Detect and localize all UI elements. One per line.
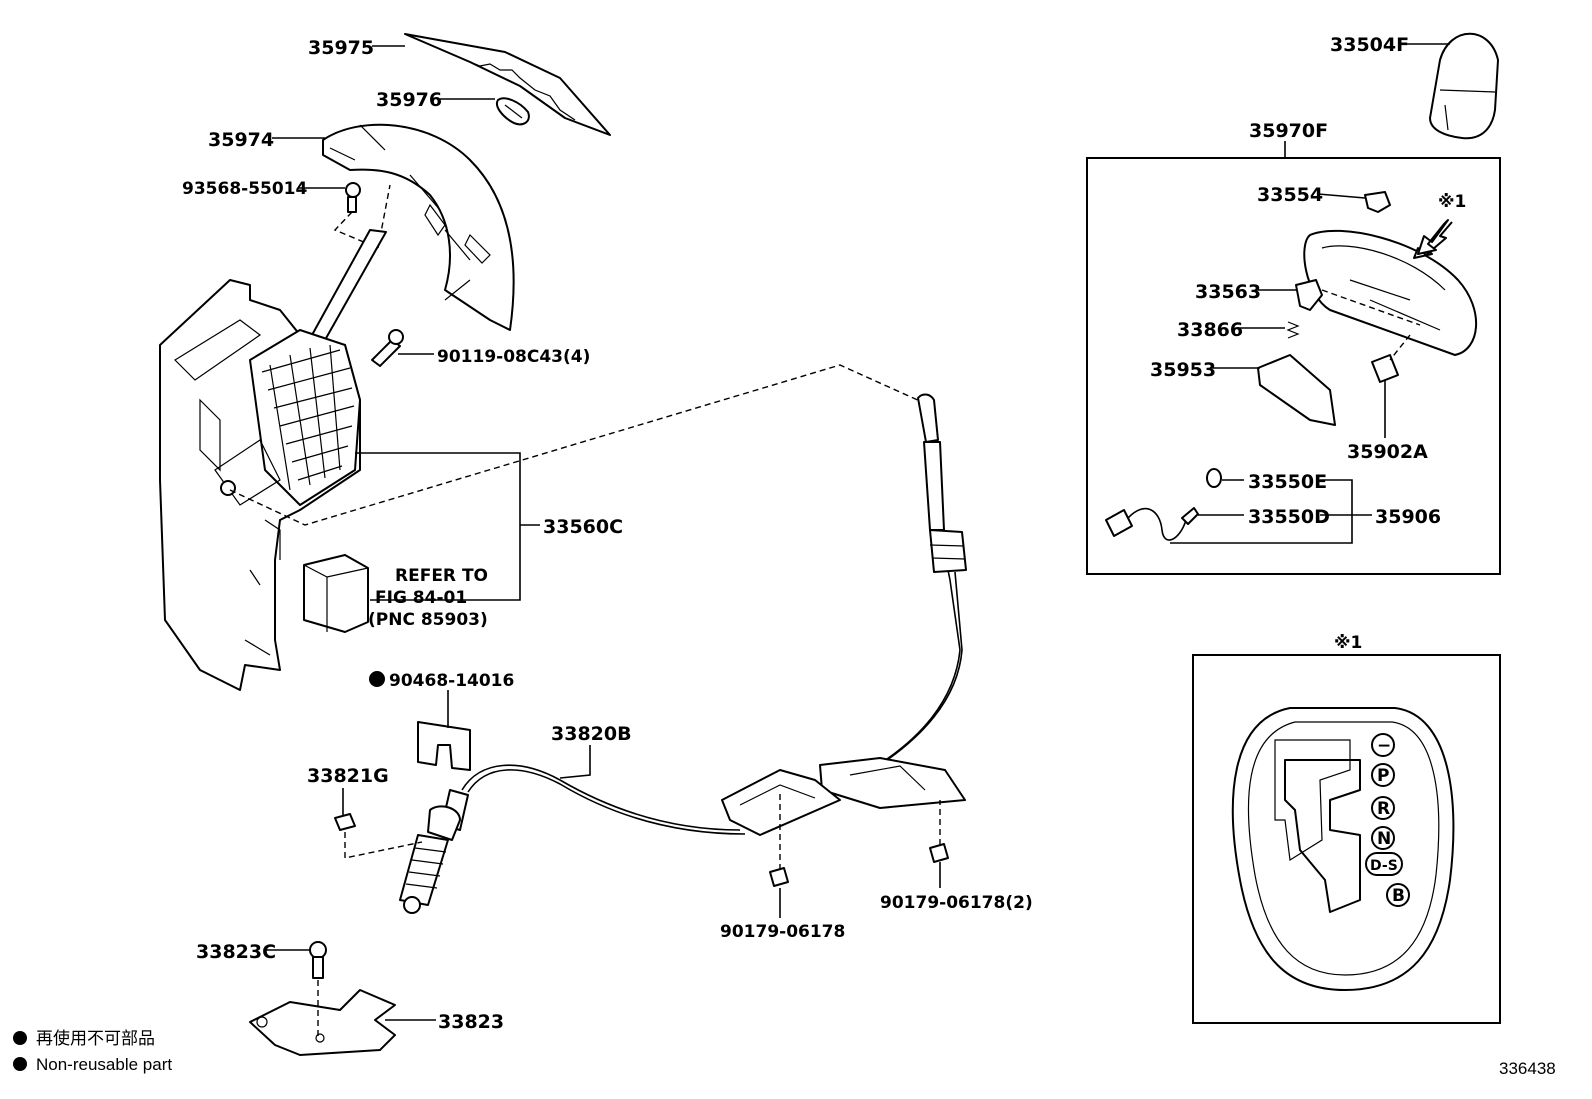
label-33823C: 33823C: [196, 941, 276, 963]
nut-33821G: [334, 813, 356, 831]
label-90119: 90119-08C43(4): [437, 347, 590, 367]
refer-line-3: (PNC 85903): [368, 610, 488, 630]
label-33820B: 33820B: [551, 723, 632, 745]
label-90179-a: 90179-06178: [720, 922, 845, 942]
label-35902A: 35902A: [1347, 441, 1428, 463]
label-33823: 33823: [438, 1011, 504, 1033]
non-reusable-mark-icon: [369, 671, 385, 687]
screw-93568: [345, 182, 361, 213]
shift-cable-33820B: [399, 393, 967, 914]
label-35906: 35906: [1375, 506, 1441, 528]
shift-lever-assembly-33560C: [159, 229, 387, 691]
bracket-33823: [249, 989, 396, 1056]
refer-line-1: REFER TO: [395, 566, 488, 586]
label-33563: 33563: [1195, 281, 1261, 303]
switch-35902A: [1371, 354, 1399, 383]
cover-plate-35975: [404, 33, 611, 136]
label-33550D: 33550D: [1248, 506, 1330, 528]
shift-gate-indicator: [1231, 707, 1455, 991]
refer-line-2: FIG 84-01: [375, 588, 467, 608]
label-35975: 35975: [308, 37, 374, 59]
label-90179-b: 90179-06178(2): [880, 893, 1033, 913]
label-35953: 35953: [1150, 359, 1216, 381]
label-35970F: 35970F: [1249, 120, 1328, 142]
label-33821G: 33821G: [307, 765, 389, 787]
box-35970F: [1086, 157, 1501, 575]
clip-33554: [1364, 191, 1391, 213]
figure-id: 336438: [1499, 1059, 1556, 1078]
legend-en: Non-reusable part: [36, 1055, 172, 1074]
shift-knob-33504F: [1429, 32, 1499, 140]
label-33866: 33866: [1177, 319, 1243, 341]
gate-n: N: [1377, 829, 1391, 849]
plate-35953: [1257, 354, 1336, 426]
label-35976: 35976: [376, 89, 442, 111]
bulb-socket-33563: [1295, 279, 1323, 311]
indicator-housing: [1303, 229, 1478, 356]
bezel-cover-35974: [322, 123, 515, 331]
gate-r: R: [1377, 799, 1390, 819]
label-33550E: 33550E: [1248, 471, 1327, 493]
clip-90468: [417, 721, 471, 771]
computer-box-85903: [303, 554, 369, 633]
ref-mark-detail: ※1: [1334, 633, 1362, 653]
legend-bullet-jp-icon: [13, 1031, 27, 1045]
ref-mark-1: ※1: [1438, 192, 1466, 212]
label-90468: 90468-14016: [389, 671, 514, 691]
gate-b: B: [1392, 886, 1405, 906]
bulb-33550E: [1206, 468, 1222, 488]
detail-box-ref1: [1192, 654, 1501, 1024]
spring-33866: [1286, 321, 1300, 339]
nut-90179-b: [929, 843, 949, 863]
label-35974: 35974: [208, 129, 274, 151]
nut-90179-a: [769, 867, 789, 887]
gate-minus: −: [1377, 736, 1391, 756]
clip-35976: [496, 97, 530, 126]
legend-bullet-en-icon: [13, 1057, 27, 1071]
legend-jp: 再使用不可部品: [36, 1028, 155, 1048]
arrow-ref1: [1413, 219, 1453, 259]
bolt-33823C: [309, 941, 327, 979]
label-33560C: 33560C: [543, 516, 623, 538]
gate-p: P: [1377, 766, 1389, 786]
label-93568: 93568-55014: [182, 179, 308, 199]
label-33504F: 33504F: [1330, 34, 1409, 56]
wire-harness-35906: [1105, 507, 1199, 541]
gate-ds: D-S: [1370, 858, 1398, 874]
label-33554: 33554: [1257, 184, 1323, 206]
bolt-90119: [371, 329, 404, 367]
